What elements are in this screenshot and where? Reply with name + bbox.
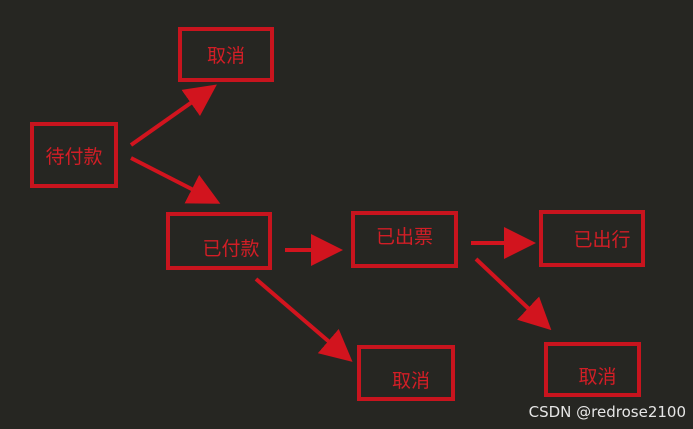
arrow-pending-to-paid [130,156,221,204]
node-cancel-from-paid-label: 取消 [391,369,430,392]
node-cancel-from-pending-label: 取消 [206,45,245,67]
node-departed-label: 已出行 [573,229,631,251]
node-paid-label: 已付款 [202,237,260,260]
node-cancel-from-paid: 取消 [357,345,455,401]
arrow-ticket-to-cancel [474,257,552,331]
node-paid: 已付款 [166,212,272,270]
node-departed: 已出行 [539,210,645,267]
arrow-pending-to-cancel [129,84,217,147]
arrow-paid-to-cancel [254,277,353,362]
node-ticket-issued: 已出票 [351,211,458,268]
node-cancel-from-pending: 取消 [178,27,274,82]
node-pending-payment-label: 待付款 [45,145,103,168]
node-cancel-from-ticket: 取消 [544,342,641,397]
node-ticket-issued-label: 已出票 [375,226,433,248]
node-cancel-from-ticket-label: 取消 [578,366,617,388]
node-pending-payment: 待付款 [30,122,118,188]
watermark: CSDN @redrose2100 [528,403,686,421]
